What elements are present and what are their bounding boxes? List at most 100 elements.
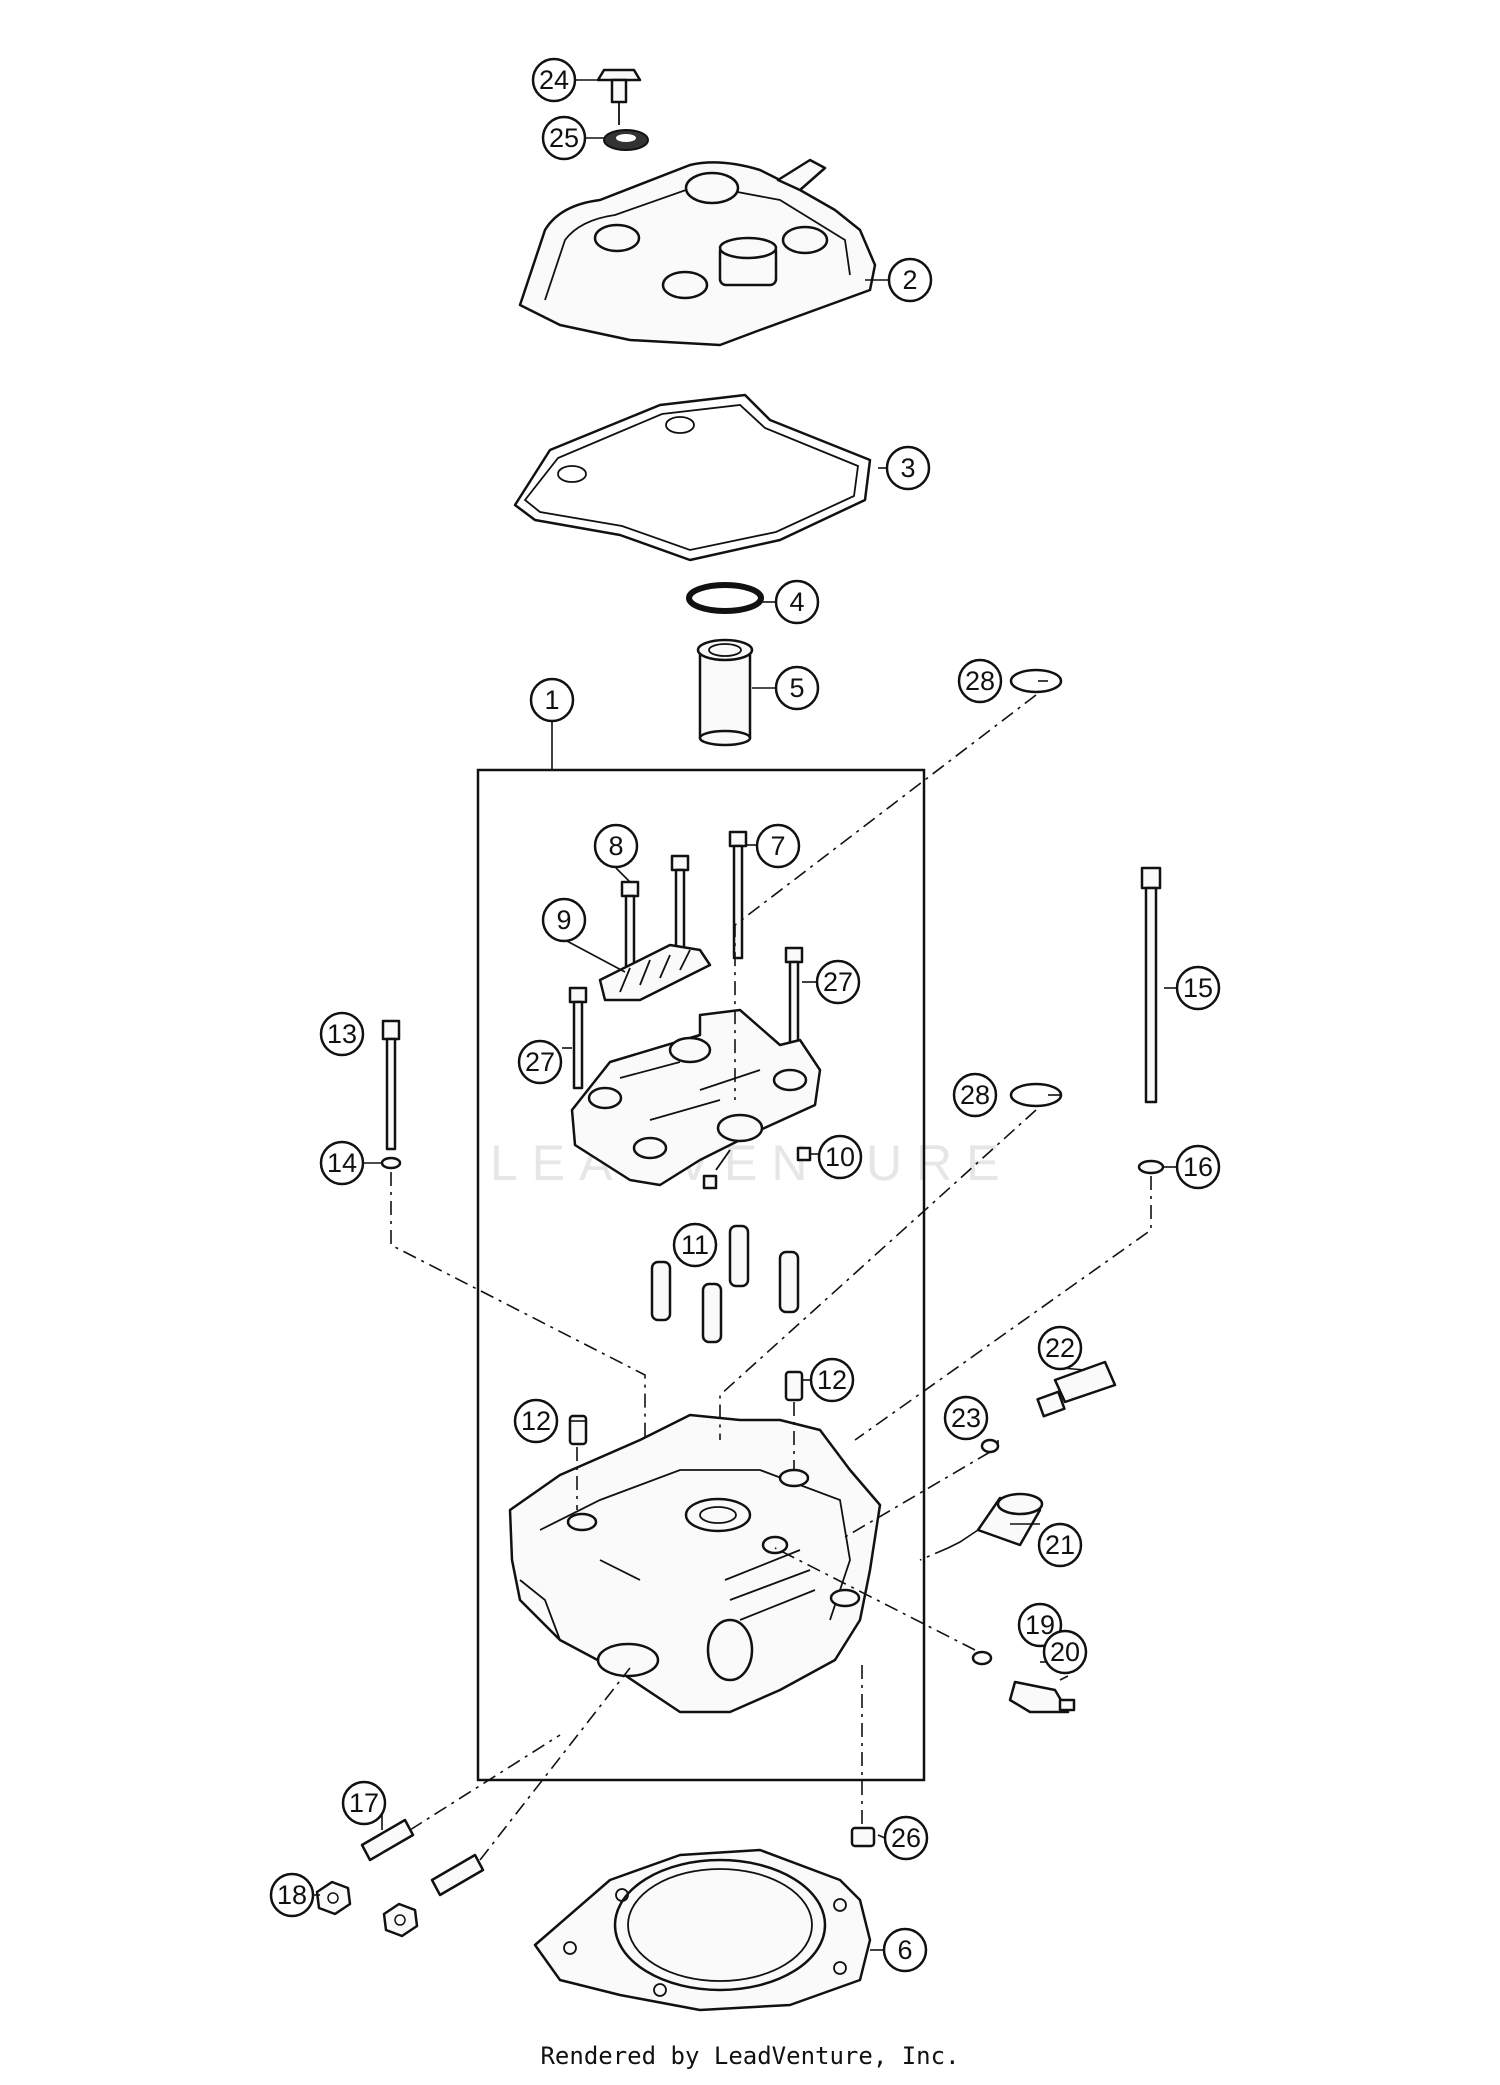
callout-5: 5 — [774, 665, 820, 711]
cylinder-head — [508, 1413, 882, 1714]
callout-20: 20 — [1042, 1629, 1088, 1675]
svg-text:18: 18 — [277, 1880, 307, 1910]
svg-text:7: 7 — [770, 831, 785, 861]
valve-cover — [518, 158, 877, 347]
screw-10b — [702, 1149, 731, 1190]
callout-13: 13 — [319, 1011, 365, 1057]
sealing-washer — [603, 129, 649, 151]
svg-text:19: 19 — [1025, 1610, 1055, 1640]
sensor-20 — [1008, 1680, 1076, 1714]
callout-11: 11 — [672, 1222, 718, 1268]
bolt-8b — [670, 854, 690, 952]
callout-25: 25 — [541, 115, 587, 161]
svg-text:13: 13 — [327, 1019, 357, 1049]
stud-17-right — [430, 1853, 485, 1897]
callout-15: 15 — [1175, 965, 1221, 1011]
camshaft-carrier — [570, 1008, 822, 1187]
svg-text:23: 23 — [951, 1403, 981, 1433]
svg-text:6: 6 — [897, 1935, 912, 1965]
svg-text:4: 4 — [789, 587, 804, 617]
head-bolt-15 — [1140, 866, 1162, 1104]
svg-text:24: 24 — [539, 65, 569, 95]
callout-26: 26 — [883, 1815, 929, 1861]
svg-text:27: 27 — [525, 1047, 555, 1077]
callout-1: 1 — [529, 677, 575, 723]
callout-21: 21 — [1037, 1522, 1083, 1568]
callout-16: 16 — [1175, 1144, 1221, 1190]
svg-text:1: 1 — [544, 685, 559, 715]
svg-text:20: 20 — [1050, 1637, 1080, 1667]
dowel-12-right — [784, 1370, 804, 1402]
svg-text:10: 10 — [825, 1142, 855, 1172]
callout-3: 3 — [885, 445, 931, 491]
callout-6: 6 — [882, 1927, 928, 1973]
nut-18-left — [315, 1880, 352, 1916]
washer-19 — [971, 1650, 993, 1666]
svg-text:12: 12 — [521, 1406, 551, 1436]
svg-text:3: 3 — [900, 453, 915, 483]
watermark-text: LEADVENTURE — [490, 1135, 1014, 1191]
bolt-7 — [728, 830, 748, 960]
callout-9: 9 — [541, 897, 587, 943]
svg-text:17: 17 — [349, 1788, 379, 1818]
sleeve-21 — [976, 1492, 1044, 1547]
svg-text:14: 14 — [327, 1148, 357, 1178]
callout-28-top: 28 — [957, 658, 1003, 704]
callout-23: 23 — [943, 1395, 989, 1441]
oring-23 — [980, 1438, 1000, 1454]
callout-17: 17 — [341, 1780, 387, 1826]
callout-12-left: 12 — [513, 1398, 559, 1444]
bolt-27a — [784, 946, 804, 1054]
cover-bolt — [596, 68, 642, 125]
leader-lines — [312, 79, 1178, 1951]
svg-text:16: 16 — [1183, 1152, 1213, 1182]
callout-7: 7 — [755, 823, 801, 869]
svg-text:22: 22 — [1045, 1333, 1075, 1363]
svg-text:28: 28 — [960, 1080, 990, 1110]
callout-4: 4 — [774, 579, 820, 625]
chain-guide — [598, 943, 712, 1002]
dowel-12-left — [568, 1414, 588, 1446]
callout-27-right: 27 — [815, 959, 861, 1005]
svg-text:21: 21 — [1045, 1530, 1075, 1560]
cylinder-head-assembly-box — [476, 768, 926, 1782]
callout-2: 2 — [887, 257, 933, 303]
nut-18-right — [382, 1902, 419, 1938]
spark-plug-oring — [686, 582, 764, 614]
svg-text:8: 8 — [608, 831, 623, 861]
callout-10: 10 — [817, 1134, 863, 1180]
head-bolt-13 — [381, 1019, 401, 1151]
head-gasket — [533, 1848, 872, 2012]
bolt-27b — [568, 986, 588, 1090]
svg-text:27: 27 — [823, 967, 853, 997]
svg-text:28: 28 — [965, 666, 995, 696]
valve-guides — [650, 1224, 800, 1344]
svg-text:9: 9 — [556, 905, 571, 935]
stud-17-left — [360, 1818, 415, 1862]
sensor-22 — [1036, 1360, 1117, 1418]
callout-27-left: 27 — [517, 1039, 563, 1085]
svg-text:12: 12 — [817, 1365, 847, 1395]
svg-text:5: 5 — [789, 673, 804, 703]
callout-12-right: 12 — [809, 1357, 855, 1403]
svg-text:25: 25 — [549, 123, 579, 153]
cover-gasket — [513, 393, 872, 562]
callout-14: 14 — [319, 1140, 365, 1186]
oring-28-top — [1009, 668, 1063, 694]
svg-text:26: 26 — [891, 1823, 921, 1853]
washer-14 — [380, 1156, 402, 1170]
svg-text:15: 15 — [1183, 973, 1213, 1003]
dowel-26 — [850, 1826, 876, 1848]
callout-24: 24 — [531, 57, 577, 103]
callout-18: 18 — [269, 1872, 315, 1918]
footer-credit: Rendered by LeadVenture, Inc. — [540, 2042, 960, 2070]
callout-28-mid: 28 — [952, 1072, 998, 1118]
callout-22: 22 — [1037, 1325, 1083, 1371]
callout-8: 8 — [593, 823, 639, 869]
spark-plug-tube — [696, 638, 754, 747]
assembly-lines — [390, 694, 1152, 1861]
svg-text:11: 11 — [681, 1230, 709, 1260]
washer-16 — [1137, 1159, 1165, 1175]
screw-10a — [796, 1146, 812, 1162]
